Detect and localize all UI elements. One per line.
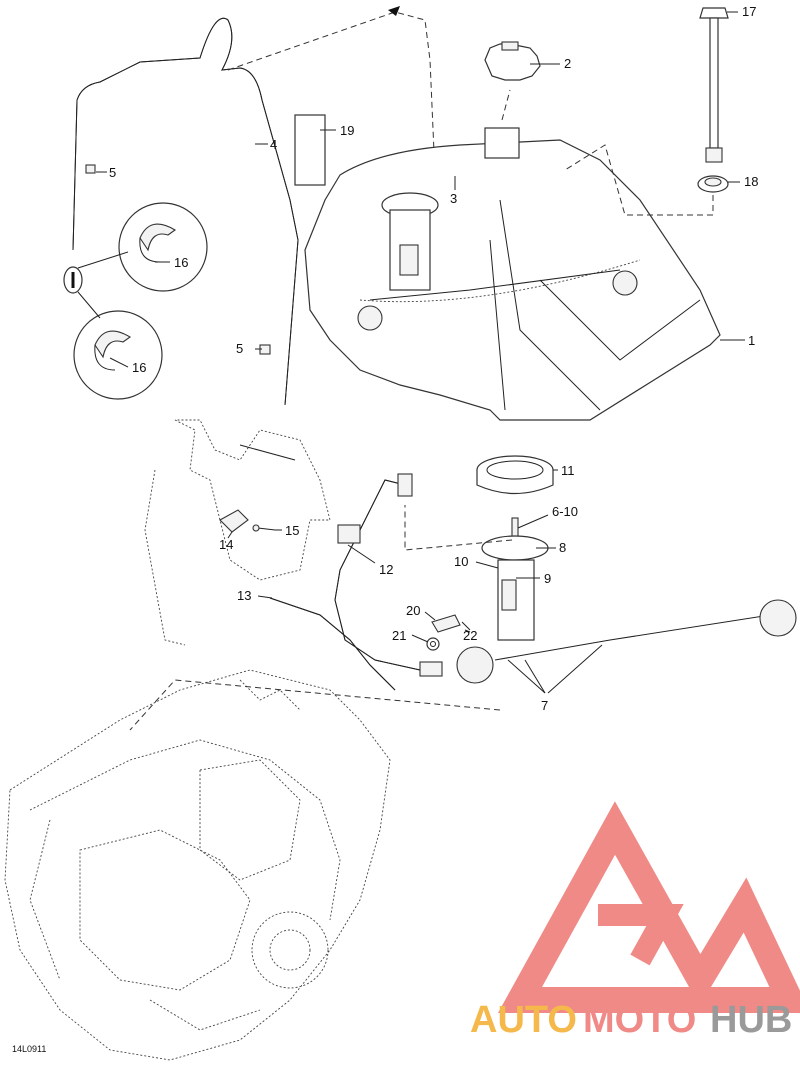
callout-22: 22: [463, 628, 477, 643]
engine-block: [4, 669, 391, 1061]
grommet: [697, 175, 729, 193]
callout-17: 17: [742, 4, 756, 19]
bolt-15: [252, 524, 276, 532]
hose-clip-upper: [85, 164, 96, 174]
filler-neck: [484, 89, 520, 159]
callout-9: 9: [544, 571, 551, 586]
sensor-dashed-path: [564, 144, 714, 216]
callout-16-upper: 16: [174, 255, 188, 270]
engine-dashed-path: [129, 679, 501, 731]
callout-2: 2: [564, 56, 571, 71]
vent-tube: [269, 597, 396, 691]
callout-13: 13: [237, 588, 251, 603]
callout-11: 11: [561, 463, 575, 478]
nut-21: [426, 637, 440, 651]
callout-15: 15: [285, 523, 299, 538]
frame-bracket: [144, 419, 331, 646]
fuel-pump-assembly: [456, 517, 797, 684]
callout-12: 12: [379, 562, 393, 577]
lock-ring: [476, 455, 554, 494]
callout-7: 7: [541, 698, 548, 713]
fuel-line-hose: [72, 6, 436, 406]
fuel-tank: [304, 139, 721, 421]
leader-lines: [96, 11, 745, 694]
callout-10: 10: [454, 554, 468, 569]
detail-circle-lower: [73, 310, 163, 400]
callout-3: 3: [450, 191, 457, 206]
callout-18: 18: [744, 174, 758, 189]
watermark-hub: HUB: [710, 999, 792, 1041]
pump-dashed-path: [404, 505, 513, 551]
callout-4: 4: [270, 137, 277, 152]
warning-label-box: [294, 114, 326, 186]
callout-5-lower: 5: [236, 341, 243, 356]
reference-code: 14L0911: [12, 1044, 46, 1054]
callout-1: 1: [748, 333, 755, 348]
fuel-cap: [484, 41, 541, 81]
callout-16-lower: 16: [132, 360, 146, 375]
watermark-logo: [497, 801, 800, 1013]
callout-8: 8: [559, 540, 566, 555]
detail-circle-upper: [118, 202, 208, 292]
callout-21: 21: [392, 628, 406, 643]
watermark-moto: MOTO: [583, 999, 696, 1041]
callout-5-upper: 5: [109, 165, 116, 180]
fuel-supply-hose: [334, 473, 443, 677]
watermark-auto: AUTO: [470, 999, 577, 1041]
callout-20: 20: [406, 603, 420, 618]
callout-6-10: 6-10: [552, 504, 578, 519]
level-sensor-rod: [699, 7, 729, 163]
callout-14: 14: [219, 537, 233, 552]
part-20: [431, 614, 461, 633]
hose-section-icon: [63, 251, 129, 319]
callout-19: 19: [340, 123, 354, 138]
bolt-22: [461, 621, 471, 631]
clamp-bracket: [219, 509, 249, 533]
